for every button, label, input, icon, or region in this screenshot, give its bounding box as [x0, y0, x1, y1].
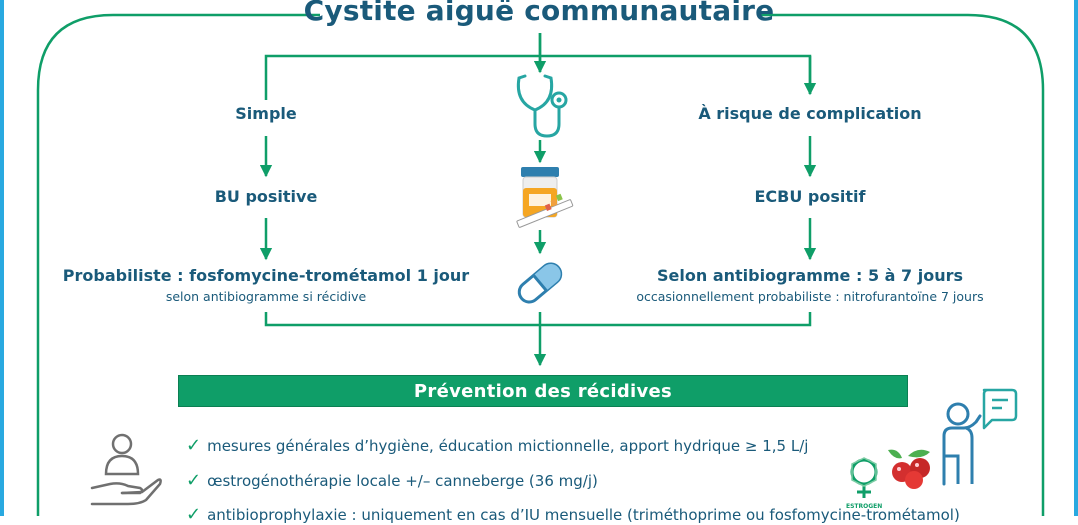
ecbu-positive-label: ECBU positif — [754, 187, 866, 206]
prevention-item-2: ✓ œstrogénothérapie locale +/– canneberg… — [186, 470, 598, 491]
risk-complication-label: À risque de complication — [698, 104, 922, 123]
check-icon: ✓ — [186, 435, 202, 456]
capsule-icon — [517, 262, 563, 304]
prevention-item-text: œstrogénothérapie locale +/– canneberge … — [207, 471, 598, 490]
speech-bubble-icon — [982, 388, 1018, 430]
prevention-title: Prévention des récidives — [413, 380, 673, 402]
prevention-item-3: ✓ antibioprophylaxie : uniquement en cas… — [186, 504, 960, 525]
left-treatment-note: selon antibiogramme si récidive — [165, 289, 367, 304]
bu-positive-label: BU positive — [214, 187, 318, 206]
venus-icon — [850, 457, 878, 498]
berries-icon — [888, 449, 930, 489]
prevention-item-1: ✓ mesures générales d’hygiène, éducation… — [186, 435, 808, 456]
left-edge-bar — [0, 0, 4, 516]
prevention-banner: Prévention des récidives — [178, 375, 908, 407]
outer-frame — [36, 13, 1045, 516]
estrogen-logo-text: ESTROGEN — [846, 503, 883, 510]
prevention-item-text: mesures générales d’hygiène, éducation m… — [207, 436, 809, 455]
right-treatment-note: occasionnellement probabiliste : nitrofu… — [636, 289, 984, 304]
left-treatment-label: Probabiliste : fosfomycine-trométamol 1 … — [62, 266, 470, 285]
check-icon: ✓ — [186, 470, 202, 491]
right-treatment-label: Selon antibiogramme : 5 à 7 jours — [657, 266, 963, 285]
check-icon: ✓ — [186, 504, 202, 525]
merge-line-bottom — [264, 312, 812, 327]
right-edge-bar — [1074, 0, 1078, 516]
urine-cup-icon — [516, 167, 574, 228]
stethoscope-icon — [516, 74, 568, 138]
page-title: Cystite aiguë communautaire — [303, 0, 775, 27]
test-strip-icon — [516, 193, 574, 228]
caring-hand-icon — [90, 433, 162, 506]
person-speaking-icon — [942, 388, 1018, 486]
simple-label: Simple — [235, 104, 297, 123]
